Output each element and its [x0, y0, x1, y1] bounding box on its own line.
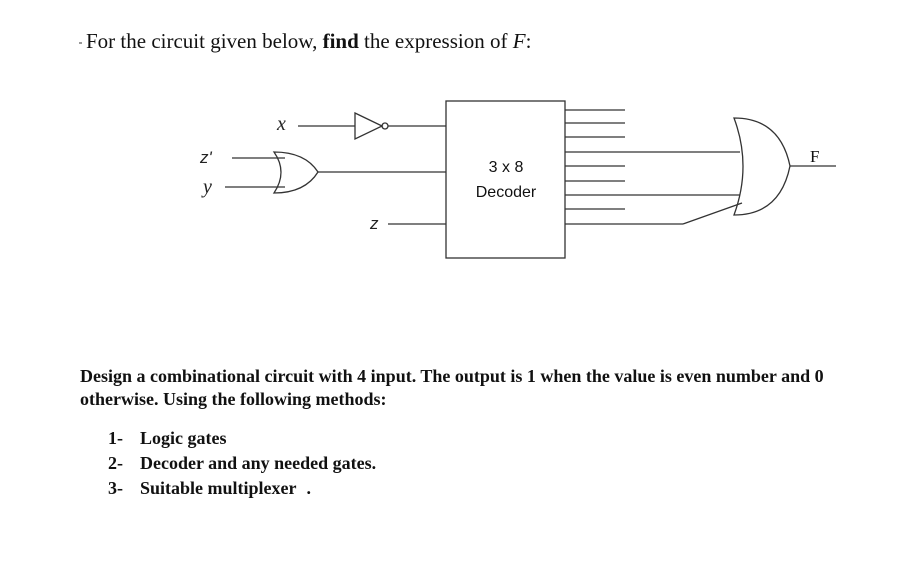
list-text: Suitable multiplexer — [140, 478, 297, 498]
list-text: Logic gates — [140, 428, 227, 448]
decoder-box — [445, 100, 566, 259]
q1-bold-find: find — [322, 29, 359, 53]
list-item: 1- Logic gates — [108, 426, 376, 451]
q1-prefix: For the circuit given below, — [86, 29, 323, 53]
list-trailing-dot: . — [306, 478, 312, 498]
or-gate — [272, 151, 319, 194]
output-or-gate — [733, 117, 791, 216]
margin-mark — [79, 42, 82, 44]
decoder-title-line2: Decoder — [476, 184, 537, 201]
q1-suffix: : — [525, 29, 532, 53]
not-gate — [354, 111, 384, 141]
list-item: 2- Decoder and any needed gates. — [108, 451, 376, 476]
list-number: 3- — [108, 478, 123, 498]
question-2-text: Design a combinational circuit with 4 in… — [80, 366, 824, 409]
list-number: 2- — [108, 453, 123, 473]
list-item: 3- Suitable multiplexer. — [108, 476, 376, 501]
list-text: Decoder and any needed gates. — [140, 453, 377, 473]
label-output-f: F — [810, 147, 819, 166]
list-number: 1- — [108, 428, 123, 448]
q1-middle: the expression of — [358, 29, 513, 53]
decoder-title-line1: 3 x 8 — [489, 159, 524, 176]
label-x: x — [276, 113, 286, 135]
wire-to-or-a-diag — [682, 202, 743, 225]
label-z: z — [369, 214, 379, 233]
label-z-prime: z' — [199, 148, 213, 167]
methods-list: 1- Logic gates 2- Decoder and any needed g… — [108, 426, 376, 501]
question-1-text: For the circuit given below, find the ex… — [86, 29, 531, 54]
q1-variable: F — [512, 29, 526, 53]
label-y: y — [201, 176, 212, 198]
